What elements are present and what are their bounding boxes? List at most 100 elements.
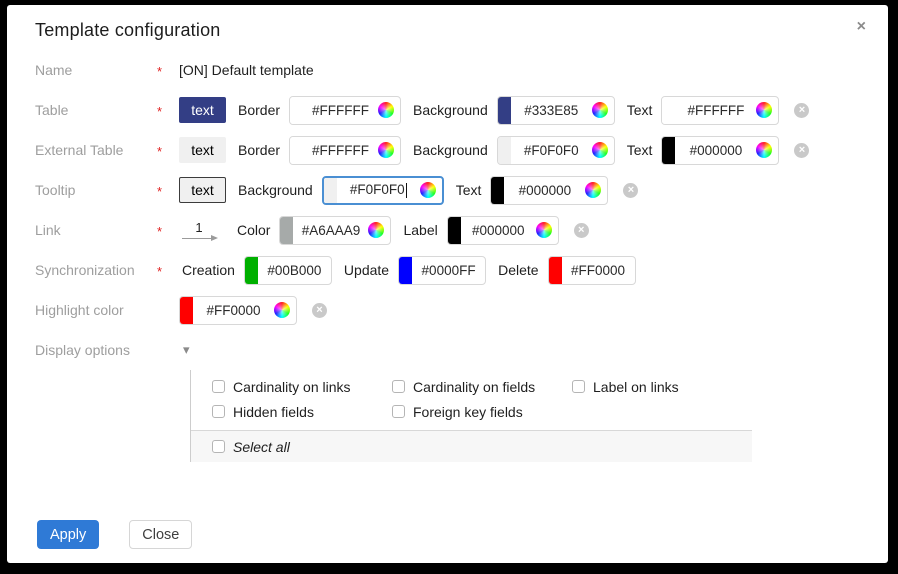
color-value: #000000 (689, 142, 743, 158)
table-background-input[interactable]: #333E85 (496, 95, 615, 125)
link-label: Link (35, 222, 61, 238)
tooltip-text-input[interactable]: #000000 (490, 175, 609, 205)
close-button[interactable]: Close (129, 520, 193, 549)
update-label: Update (343, 262, 390, 278)
required-mark: * (157, 104, 163, 119)
template-configuration-dialog: Template configuration × Name * [ON] Def… (7, 5, 888, 563)
update-color-input[interactable]: #0000FF (398, 255, 487, 285)
name-value[interactable]: [ON] Default template (179, 62, 314, 78)
color-swatch (662, 96, 676, 124)
color-wheel-icon[interactable] (535, 222, 552, 238)
external-table-preview-badge: text (179, 137, 226, 163)
required-mark: * (157, 184, 163, 199)
link-preview: 1 (179, 221, 219, 241)
name-label: Name (35, 62, 73, 78)
color-value: #00B000 (267, 262, 322, 278)
color-swatch (244, 256, 258, 284)
color-wheel-icon[interactable] (378, 102, 395, 118)
highlight-color-input[interactable]: #FF0000 (179, 295, 297, 325)
color-value: #FF0000 (206, 302, 261, 318)
required-mark: * (157, 264, 163, 279)
required-mark-empty (157, 309, 179, 312)
color-wheel-icon[interactable] (378, 142, 395, 158)
checkbox-label: Cardinality on links (233, 378, 351, 395)
color-value: #FFFFFF (312, 142, 370, 158)
synchronization-row: Synchronization * Creation #00B000 Updat… (35, 250, 860, 290)
checkbox-label: Cardinality on fields (413, 378, 536, 395)
remove-icon[interactable]: × (623, 182, 639, 198)
link-color-label: Color (237, 222, 271, 238)
checkbox-label: Select all (233, 438, 290, 455)
color-wheel-icon[interactable] (419, 182, 436, 198)
checkbox-label-on-links[interactable]: Label on links (572, 376, 752, 397)
tooltip-background-input[interactable]: #F0F0F0 (321, 175, 444, 205)
color-value: #F0F0F0 (349, 182, 407, 198)
color-wheel-icon[interactable] (756, 102, 773, 118)
required-mark: * (157, 144, 163, 159)
checkbox-hidden-fields[interactable]: Hidden fields (212, 401, 392, 422)
color-wheel-icon[interactable] (585, 182, 602, 198)
checkbox-box[interactable] (212, 405, 225, 418)
name-row: Name * [ON] Default template (35, 50, 860, 90)
external-table-label: External Table (35, 142, 124, 158)
color-swatch (497, 136, 511, 164)
remove-icon[interactable]: × (794, 142, 810, 158)
link-arrow-icon (182, 235, 218, 241)
table-text-label: Text (626, 102, 653, 118)
tooltip-background-label: Background (238, 182, 313, 198)
close-icon[interactable]: × (856, 18, 866, 35)
checkbox-grid: Cardinality on links Cardinality on fiel… (191, 370, 752, 430)
checkbox-box[interactable] (212, 380, 225, 393)
highlight-color-label: Highlight color (35, 302, 124, 318)
tooltip-label: Tooltip (35, 182, 76, 198)
color-swatch (497, 96, 511, 124)
color-wheel-icon[interactable] (368, 222, 385, 238)
tooltip-row: Tooltip * text Background #F0F0F0 Text #… (35, 170, 860, 210)
template-form: Name * [ON] Default template Table * tex… (35, 50, 860, 462)
external-background-label: Background (413, 142, 488, 158)
color-wheel-icon[interactable] (756, 142, 773, 158)
required-mark: * (157, 224, 163, 239)
dialog-footer: Apply Close (37, 520, 193, 549)
checkbox-box[interactable] (212, 440, 225, 453)
remove-icon[interactable]: × (312, 302, 327, 318)
table-row: Table * text Border #FFFFFF Background #… (35, 90, 860, 130)
table-text-input[interactable]: #FFFFFF (661, 95, 780, 125)
grid-spacer (572, 401, 752, 422)
link-label-label: Label (403, 222, 438, 238)
checkbox-box[interactable] (392, 380, 405, 393)
delete-label: Delete (498, 262, 539, 278)
external-background-input[interactable]: #F0F0F0 (496, 135, 615, 165)
remove-icon[interactable]: × (573, 222, 589, 238)
external-text-input[interactable]: #000000 (661, 135, 780, 165)
checkbox-cardinality-on-fields[interactable]: Cardinality on fields (392, 376, 572, 397)
creation-color-input[interactable]: #00B000 (243, 255, 332, 285)
select-all-row: Select all (191, 430, 752, 462)
creation-label: Creation (182, 262, 235, 278)
link-row: Link * 1 Color #A6AAA9 Label #000000 (35, 210, 860, 250)
color-value: #F0F0F0 (523, 142, 579, 158)
delete-color-input[interactable]: #FF0000 (547, 255, 636, 285)
display-options-label: Display options (35, 342, 130, 358)
synchronization-label: Synchronization (35, 262, 135, 278)
link-label-input[interactable]: #000000 (446, 215, 559, 245)
color-value: #FF0000 (571, 262, 626, 278)
checkbox-box[interactable] (392, 405, 405, 418)
table-border-input[interactable]: #FFFFFF (289, 95, 402, 125)
checkbox-select-all[interactable]: Select all (212, 436, 752, 457)
link-color-input[interactable]: #A6AAA9 (279, 215, 392, 245)
color-wheel-icon[interactable] (591, 102, 608, 118)
external-border-input[interactable]: #FFFFFF (289, 135, 402, 165)
remove-icon[interactable]: × (794, 102, 810, 118)
checkbox-foreign-key-fields[interactable]: Foreign key fields (392, 401, 572, 422)
checkbox-cardinality-on-links[interactable]: Cardinality on links (212, 376, 392, 397)
color-swatch (290, 96, 304, 124)
color-wheel-icon[interactable] (591, 142, 608, 158)
checkbox-box[interactable] (572, 380, 585, 393)
chevron-down-icon[interactable]: ▾ (183, 342, 190, 357)
dialog-header: Template configuration × (35, 19, 866, 41)
color-wheel-icon[interactable] (274, 302, 290, 318)
table-label: Table (35, 102, 69, 118)
color-value: #000000 (518, 182, 572, 198)
apply-button[interactable]: Apply (37, 520, 100, 549)
